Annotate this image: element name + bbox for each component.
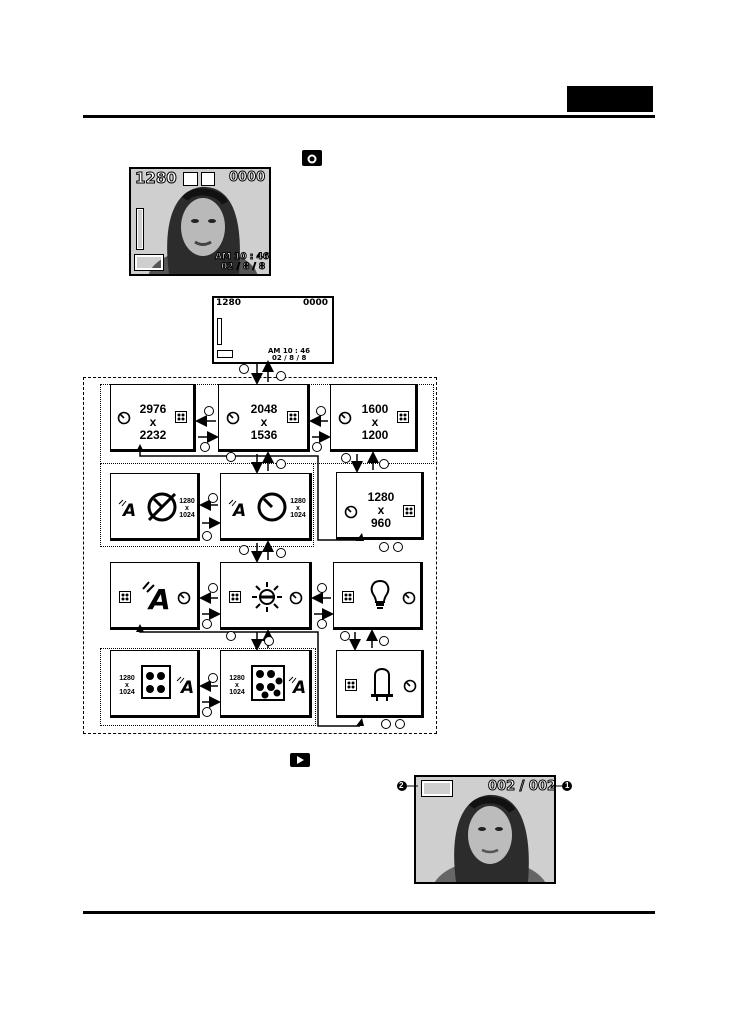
callout-1 xyxy=(550,779,574,793)
footer-rule xyxy=(83,911,655,914)
callout-2-label: 2 xyxy=(399,781,403,790)
playback-counter: 002 / 002 xyxy=(488,780,556,793)
callout-1-label: 1 xyxy=(565,781,569,790)
playback-mode-icon xyxy=(290,753,310,767)
playback-lcd-preview: 002 / 002 xyxy=(414,775,556,884)
battery-icon xyxy=(422,781,452,796)
